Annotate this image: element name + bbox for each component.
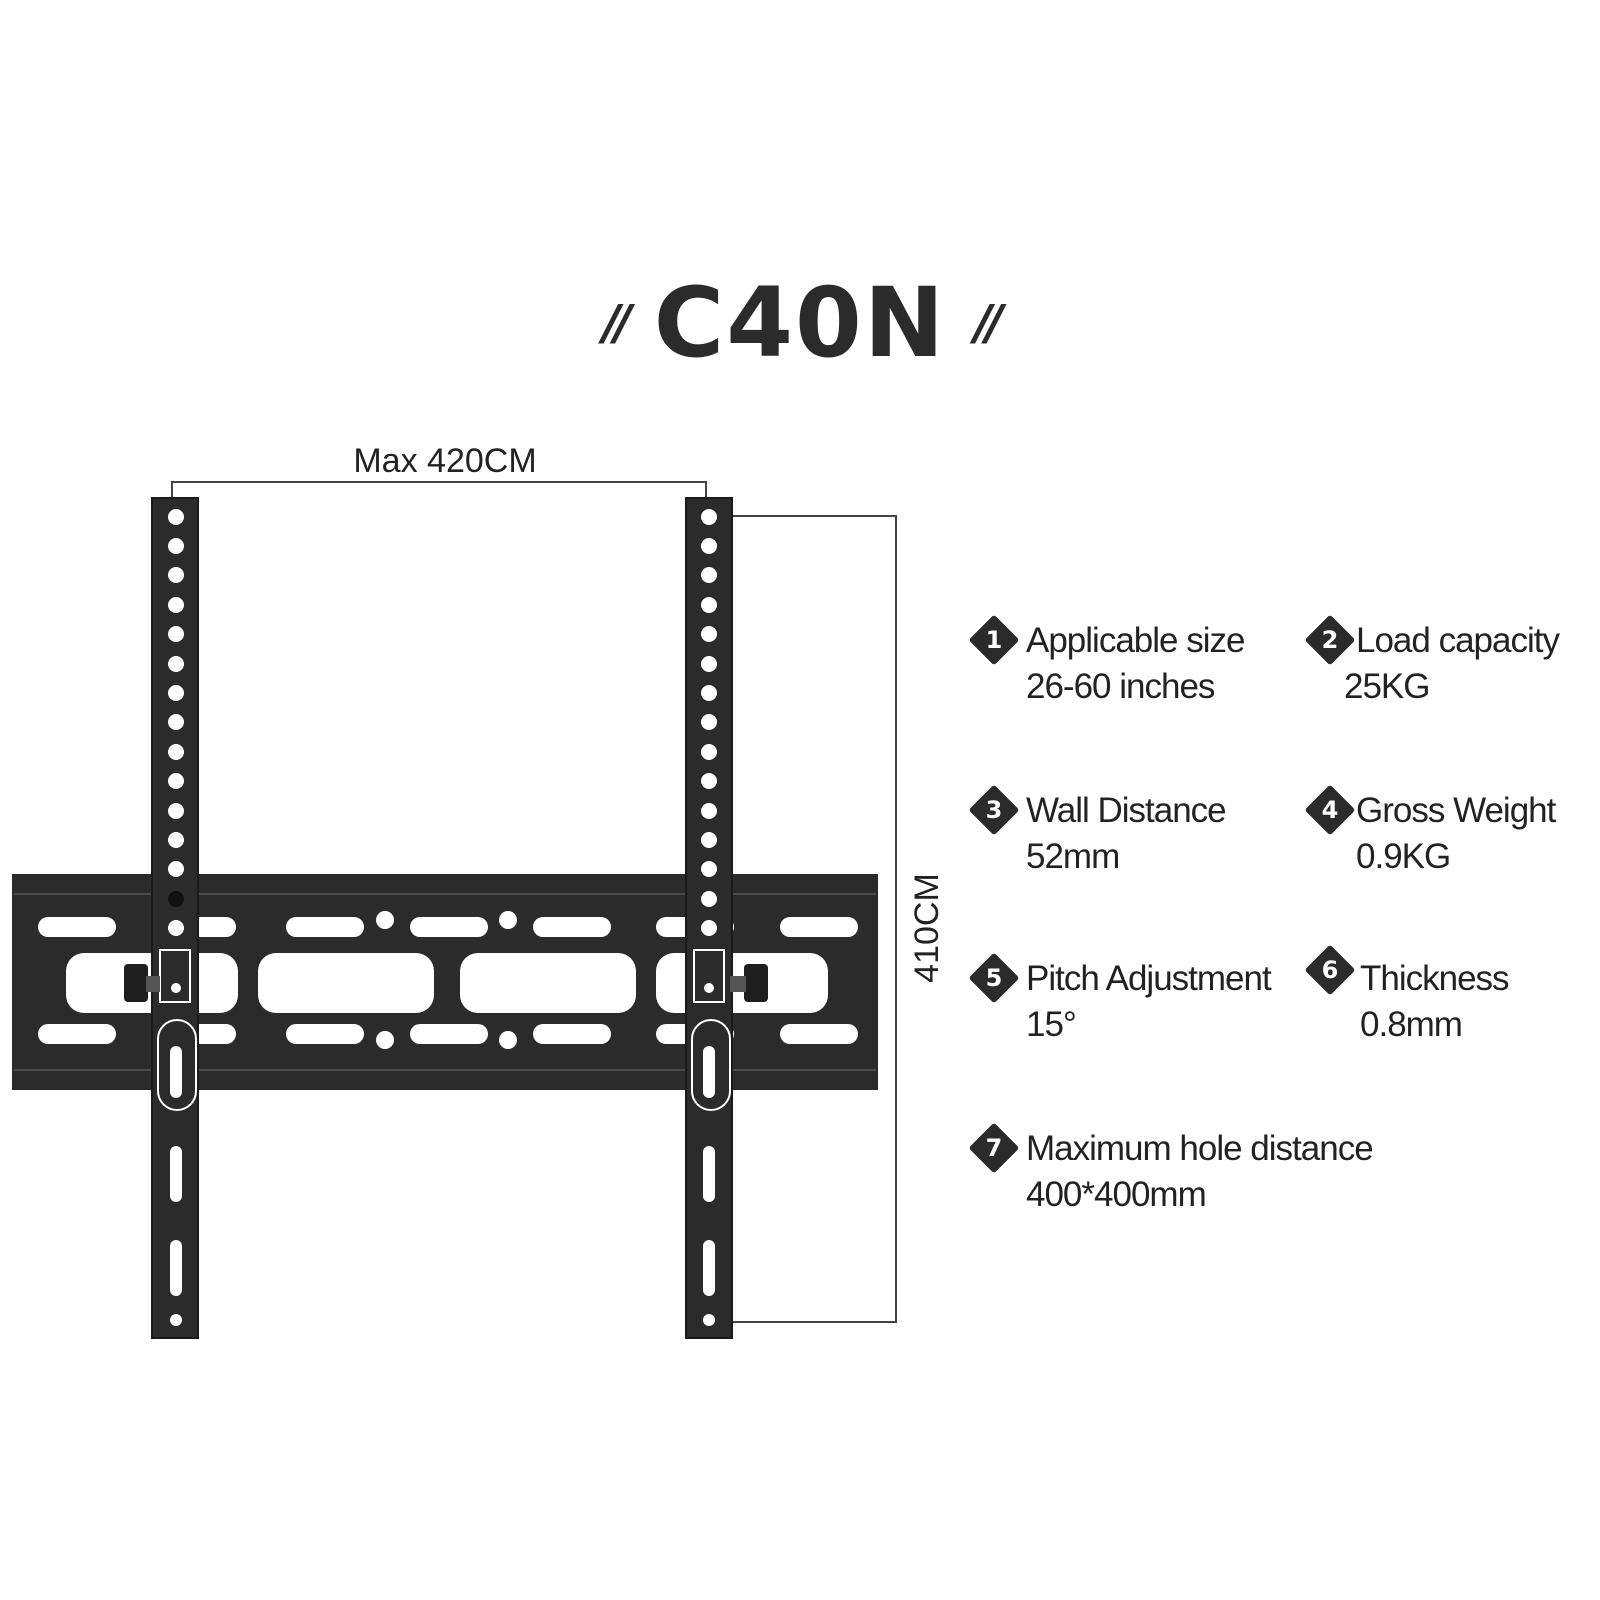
plate-slot	[410, 1024, 488, 1044]
plate-hole	[499, 911, 517, 929]
plate-large-slot	[460, 953, 636, 1013]
spec-number-badge: 4	[1304, 784, 1356, 836]
plate-hole	[499, 1031, 517, 1049]
spec-number-badge: 3	[968, 784, 1020, 836]
spec-max-hole-distance: 7 Maximum hole distance 400*400mm	[968, 1122, 1374, 1218]
width-dimension-line	[171, 481, 707, 503]
spec-number-badge: 2	[1304, 614, 1356, 666]
left-arm-holes	[168, 509, 184, 936]
title-bar: // C40N //	[0, 267, 1600, 379]
plate-slot	[410, 917, 488, 937]
plate-slot	[286, 917, 364, 937]
right-arm	[685, 497, 768, 1339]
spec-value: 25KG	[1344, 667, 1430, 706]
spec-value: 0.9KG	[1356, 837, 1451, 876]
spec-label: Wall Distance	[1026, 791, 1227, 830]
height-dimension-line	[716, 515, 897, 1323]
plate-slot	[38, 917, 116, 937]
plate-hole	[376, 1031, 394, 1049]
spec-thickness: 6 Thickness 0.8mm	[1304, 944, 1510, 1048]
spec-label: Gross Weight	[1356, 791, 1556, 830]
plate-slot	[533, 917, 611, 937]
spec-applicable-size: 1 Applicable size 26-60 inches	[968, 614, 1245, 710]
right-arm-bar	[685, 497, 733, 1339]
spec-pitch-adjustment: 5 Pitch Adjustment 15°	[968, 952, 1272, 1048]
spec-gross-weight: 4 Gross Weight 0.9KG	[1304, 784, 1556, 880]
spec-load-capacity: 2 Load capacity 25KG	[1304, 614, 1560, 710]
plate-slot	[286, 1024, 364, 1044]
spec-value: 52mm	[1026, 837, 1120, 876]
spec-value: 26-60 inches	[1026, 667, 1215, 706]
plate-slot	[38, 1024, 116, 1044]
plate-hole	[376, 911, 394, 929]
right-knob	[744, 964, 768, 1002]
spec-label: Pitch Adjustment	[1026, 959, 1272, 998]
height-dimension-label: 410CM	[908, 873, 946, 983]
spec-label: Applicable size	[1026, 621, 1245, 660]
spec-value: 15°	[1026, 1005, 1077, 1044]
plate-slot	[780, 917, 858, 937]
spec-label: Maximum hole distance	[1026, 1129, 1374, 1168]
right-hinge	[693, 949, 725, 1003]
model-title: C40N	[653, 267, 947, 379]
plate-large-slot	[258, 953, 434, 1013]
spec-value: 0.8mm	[1360, 1005, 1463, 1044]
spec-label: Thickness	[1360, 959, 1510, 998]
spec-value: 400*400mm	[1026, 1175, 1207, 1214]
left-arm-bar	[151, 497, 199, 1339]
plate-slot	[533, 1024, 611, 1044]
spec-number-badge: 1	[968, 614, 1020, 666]
plate-slot	[780, 1024, 858, 1044]
right-arm-holes	[701, 509, 717, 936]
left-knob	[124, 964, 148, 1002]
left-hinge	[159, 949, 191, 1003]
spec-label: Load capacity	[1356, 621, 1560, 660]
spec-wall-distance: 3 Wall Distance 52mm	[968, 784, 1227, 880]
spec-number-badge: 7	[968, 1122, 1020, 1174]
spec-number-badge: 5	[968, 952, 1020, 1004]
spec-number-badge: 6	[1304, 944, 1356, 996]
width-dimension-label: Max 420CM	[353, 442, 536, 480]
left-arm	[124, 497, 199, 1339]
